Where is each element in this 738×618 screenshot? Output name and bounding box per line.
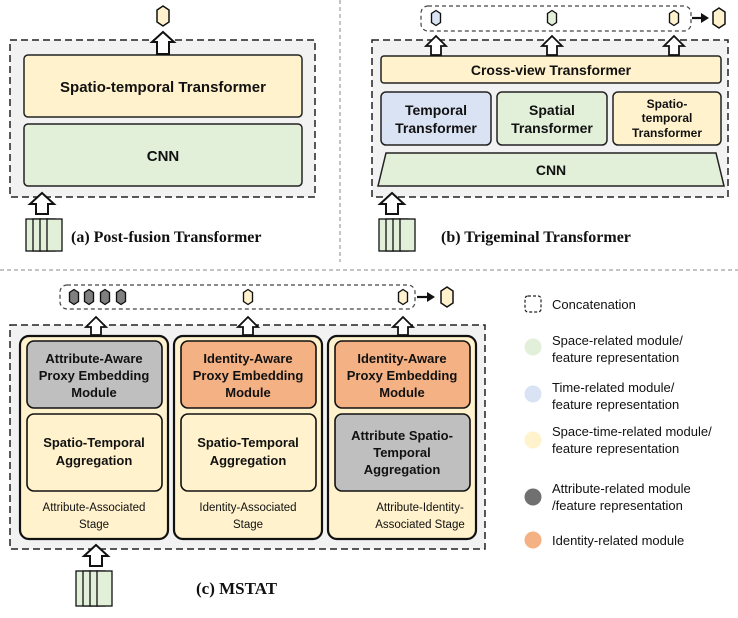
stage3-top-line3: Module: [379, 385, 425, 400]
legend-time-line2: feature representation: [552, 397, 679, 412]
concatenation-group-c: [59, 284, 416, 310]
spatial-transformer-line2: Transformer: [511, 120, 593, 136]
identity-feature-hex-1: [242, 288, 254, 306]
legend-time-line1: Time-related module/: [552, 380, 675, 395]
cnn-label-b: CNN: [536, 162, 566, 178]
attribute-associated-stage: Attribute-Aware Proxy Embedding Module S…: [18, 334, 170, 541]
identity-aware-proxy-module-1: [180, 340, 317, 409]
stage3-name-line2: Associated Stage: [375, 519, 465, 531]
input-frames-icon-a: [25, 218, 63, 252]
temporal-transformer-line2: Transformer: [395, 120, 477, 136]
temporal-transformer-line1: Temporal: [405, 102, 467, 118]
stage3-name-line1: Attribute-Identity-: [376, 502, 464, 514]
output-feature-hex-a: [156, 5, 170, 27]
stage1-top-line2: Proxy Embedding: [39, 368, 150, 383]
spatio-temporal-transformer-label: Spatio-temporal Transformer: [60, 79, 266, 96]
cnn-block-a: [23, 123, 303, 187]
legend-spacetime-line2: feature representation: [552, 441, 679, 456]
output-arrow-spatio-temporal: [661, 34, 687, 56]
stage3-top-line2: Proxy Embedding: [347, 368, 458, 383]
spatio-temporal-transformer-block-b: [612, 91, 722, 146]
input-frames-icon-c: [75, 570, 113, 607]
input-arrow-b: [377, 191, 407, 215]
spatio-temporal-aggregation-1: [26, 413, 163, 492]
stage1-top-line3: Module: [71, 385, 117, 400]
spatial-feature-hex: [546, 9, 558, 27]
cnn-label-a: CNN: [147, 148, 180, 165]
legend-space-swatch: [524, 338, 542, 356]
attribute-aware-proxy-module: [26, 340, 163, 409]
legend-time-swatch: [524, 385, 542, 403]
legend-spacetime-swatch: [524, 431, 542, 449]
stage1-name-line1: Attribute-Associated: [43, 502, 146, 514]
panel-mstat: Attribute-Aware Proxy Embedding Module S…: [9, 284, 486, 607]
spatial-transformer-line1: Spatial: [529, 102, 575, 118]
output-arrow-stage2: [235, 315, 261, 336]
attribute-identity-associated-stage: Identity-Aware Proxy Embedding Module At…: [326, 334, 478, 541]
input-arrow-a: [27, 191, 57, 215]
identity-associated-stage: Identity-Aware Proxy Embedding Module Sp…: [172, 334, 324, 541]
concatenation-group-b: [420, 5, 692, 32]
legend-space-line1: Space-related module/: [552, 333, 683, 348]
legend-attribute-swatch: [524, 488, 542, 506]
caption-b: (b) Trigeminal Transformer: [441, 229, 631, 246]
output-feature-hex-b: [712, 7, 726, 29]
legend-identity-swatch: [524, 531, 542, 549]
stage2-top-line1: Identity-Aware: [203, 351, 292, 366]
spatio-temporal-aggregation-2: [180, 413, 317, 492]
temporal-feature-hex: [430, 9, 442, 27]
stage1-top-line1: Attribute-Aware: [45, 351, 142, 366]
stage2-name-line2: Stage: [233, 519, 263, 531]
output-arrow-stage1: [83, 315, 109, 336]
stage1-name-line2: Stage: [79, 519, 109, 531]
identity-feature-hex-2: [397, 288, 409, 306]
stage2-bottom-line2: Aggregation: [210, 453, 287, 468]
panel-trigeminal: Cross-view Transformer Temporal Transfor…: [371, 5, 729, 252]
output-arrow-temporal: [423, 34, 449, 56]
spatio-temporal-line1: Spatio-: [647, 97, 688, 111]
cross-view-transformer-block: [380, 55, 722, 84]
legend-concatenation-label: Concatenation: [552, 297, 636, 312]
legend-attribute-line1: Attribute-related module: [552, 481, 691, 496]
input-frames-icon-b: [378, 218, 416, 252]
cross-view-transformer-label: Cross-view Transformer: [471, 62, 632, 78]
identity-aware-proxy-module-2: [334, 340, 471, 409]
stage2-name-line1: Identity-Associated: [199, 502, 296, 514]
output-arrow-spatial: [539, 34, 565, 56]
stage3-bottom-line1: Attribute Spatio-: [351, 428, 453, 443]
output-feature-hex-c: [440, 286, 454, 308]
stage3-top-line1: Identity-Aware: [357, 351, 446, 366]
legend: Concatenation Space-related module/ feat…: [524, 295, 712, 549]
legend-space-line2: feature representation: [552, 350, 679, 365]
concat-arrow-c-head: [427, 292, 435, 302]
spatio-temporal-line3: Transformer: [632, 126, 702, 140]
caption-a: (a) Post-fusion Transformer: [71, 229, 262, 246]
stage3-bottom-line2: Temporal: [373, 445, 431, 460]
output-arrow-stage3: [390, 315, 416, 336]
legend-identity-line1: Identity-related module: [552, 533, 684, 548]
panel-post-fusion: Spatio-temporal Transformer CNN (a) Post…: [9, 5, 316, 252]
cnn-block-b: [377, 152, 725, 187]
spatio-temporal-line2: temporal: [642, 111, 693, 125]
stage1-bottom-line2: Aggregation: [56, 453, 133, 468]
stage2-top-line3: Module: [225, 385, 271, 400]
temporal-transformer-block: [380, 91, 492, 146]
concat-arrow-b-head: [701, 13, 709, 23]
legend-spacetime-line1: Space-time-related module/: [552, 424, 712, 439]
attribute-feature-hexes: [68, 288, 127, 306]
output-arrow-a: [149, 30, 177, 55]
legend-attribute-line2: /feature representation: [552, 498, 683, 513]
legend-concatenation-swatch: [524, 295, 542, 313]
stage3-bottom-line3: Aggregation: [364, 462, 441, 477]
spatio-temporal-feature-hex: [668, 9, 680, 27]
stage1-bottom-line1: Spatio-Temporal: [43, 435, 145, 450]
stage2-top-line2: Proxy Embedding: [193, 368, 304, 383]
stage2-bottom-line1: Spatio-Temporal: [197, 435, 299, 450]
input-arrow-c: [81, 543, 111, 567]
caption-c: (c) MSTAT: [196, 579, 278, 598]
spatial-transformer-block: [496, 91, 608, 146]
attribute-spatio-temporal-aggregation: [334, 413, 471, 492]
